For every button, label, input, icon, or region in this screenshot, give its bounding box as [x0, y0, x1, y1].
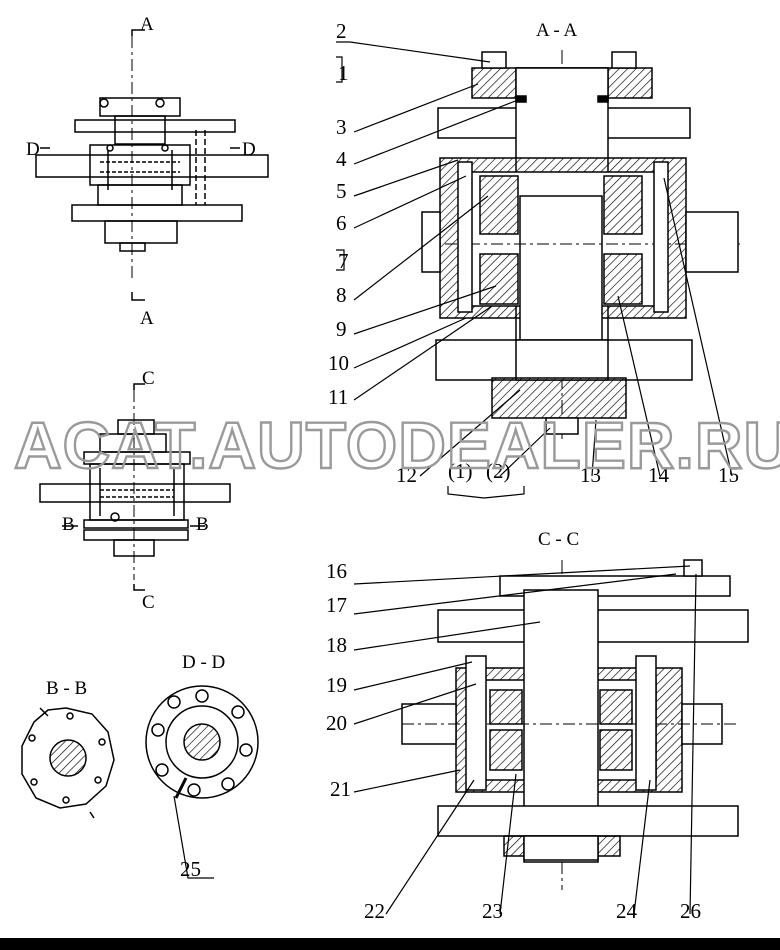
section-bb-view: [21, 707, 115, 819]
cc-title: C - C: [538, 529, 579, 550]
callout-2: 2: [336, 19, 347, 43]
callout-26: 26: [680, 899, 701, 923]
section-a-bottom-label: A: [140, 308, 154, 329]
leader-lines: [173, 41, 733, 915]
aa-title: A - A: [536, 20, 577, 41]
callout-11: 11: [328, 385, 348, 409]
callout-labels: 2 1 3 4 5 6 7 8 9 10 11 12 (1) (2) 13 14…: [180, 19, 739, 923]
callout-23: 23: [482, 899, 503, 923]
callout-4: 4: [336, 147, 347, 171]
callout-1-paren: (1): [448, 459, 473, 483]
callout-8: 8: [336, 283, 347, 307]
dd-title: D - D: [182, 652, 225, 673]
assembly-view-ad: [35, 29, 269, 301]
callout-17: 17: [326, 593, 347, 617]
callout-2-paren: (2): [486, 459, 511, 483]
section-c-top-label: C: [142, 368, 155, 389]
callout-12: 12: [396, 463, 417, 487]
callout-5: 5: [336, 179, 347, 203]
callout-22: 22: [364, 899, 385, 923]
section-d-right-label: D: [242, 139, 256, 160]
callout-13: 13: [580, 463, 601, 487]
section-aa-view: [421, 50, 740, 440]
callout-20: 20: [326, 711, 347, 735]
bb-title: B - B: [46, 678, 87, 699]
callout-9: 9: [336, 317, 347, 341]
section-b-left-label: B: [62, 514, 75, 535]
section-b-right-label: B: [196, 514, 209, 535]
callout-25: 25: [180, 857, 201, 881]
callout-18: 18: [326, 633, 347, 657]
callout-24: 24: [616, 899, 638, 923]
callout-21: 21: [330, 777, 351, 801]
callout-19: 19: [326, 673, 347, 697]
callout-3: 3: [336, 115, 347, 139]
assembly-view-cb: [39, 383, 231, 591]
callout-7: 7: [338, 249, 349, 273]
callout-14: 14: [648, 463, 670, 487]
section-a-top-label: A: [140, 14, 154, 35]
callout-10: 10: [328, 351, 349, 375]
callout-16: 16: [326, 559, 347, 583]
callout-15: 15: [718, 463, 739, 487]
callout-6: 6: [336, 211, 347, 235]
section-cc-view: [401, 559, 749, 890]
bottom-border-bar: [0, 938, 780, 950]
section-c-bottom-label: C: [142, 592, 155, 613]
section-d-left-label: D: [26, 139, 40, 160]
callout-1: 1: [338, 61, 349, 85]
watermark-text: ACAT.AUTODEALER.RU: [14, 408, 780, 482]
section-dd-view: [145, 685, 259, 799]
